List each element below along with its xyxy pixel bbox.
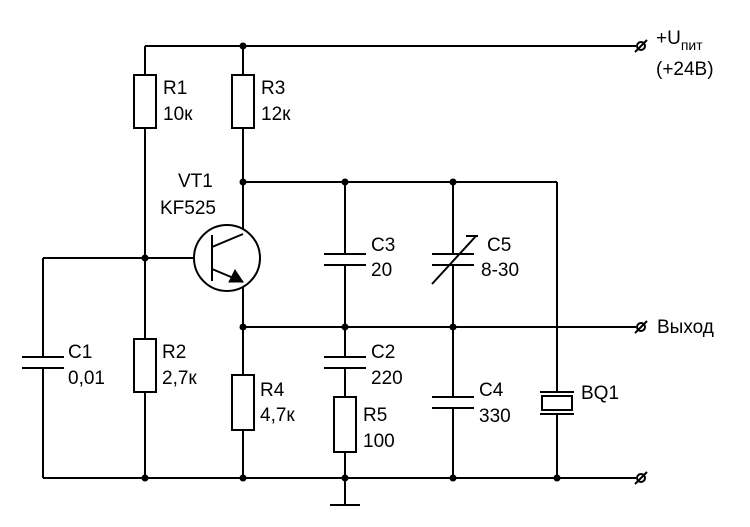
r4-value-label: 4,7к <box>260 405 295 426</box>
c3-value-label: 20 <box>371 260 392 281</box>
junction-dot <box>239 42 247 50</box>
junction-dot <box>239 323 247 331</box>
r1-ref-label: R1 <box>163 78 187 99</box>
junction-dot <box>449 178 457 186</box>
crystal-bq1 <box>540 391 574 415</box>
c5-ref-label: C5 <box>487 235 511 256</box>
supply-label-subscript: пит <box>681 37 703 53</box>
capacitor-c2 <box>324 356 366 369</box>
output-label: Выход <box>657 317 714 338</box>
r3-value-label: 12к <box>261 104 291 125</box>
c2-value-label: 220 <box>371 368 403 389</box>
c4-value-label: 330 <box>479 406 511 427</box>
capacitor-c4 <box>432 396 474 409</box>
capacitor-c1 <box>22 356 64 369</box>
junctions <box>141 42 561 482</box>
supply-label-prefix: +U <box>656 28 681 49</box>
junction-dot <box>449 323 457 331</box>
junction-dot <box>341 474 349 482</box>
terminal-output <box>634 320 648 334</box>
r3-ref-label: R3 <box>261 78 285 99</box>
vt1-ref-label: VT1 <box>178 171 213 192</box>
terminal-supply <box>634 39 648 53</box>
c4-ref-label: C4 <box>479 380 504 401</box>
bq1-ref-label: BQ1 <box>581 383 619 404</box>
capacitor-c3 <box>324 253 366 266</box>
junction-dot <box>141 254 149 262</box>
c1-value-label: 0,01 <box>68 368 105 389</box>
r4-ref-label: R4 <box>260 380 285 401</box>
resistor-r1 <box>133 74 157 129</box>
junction-dot <box>449 474 457 482</box>
junction-dot <box>239 474 247 482</box>
r2-value-label: 2,7к <box>162 368 197 389</box>
r5-value-label: 100 <box>363 431 395 452</box>
junction-dot <box>341 178 349 186</box>
junction-dot <box>553 474 561 482</box>
transistor-vt1 <box>193 224 261 292</box>
junction-dot <box>239 178 247 186</box>
terminal-ground <box>634 471 648 485</box>
r2-ref-label: R2 <box>162 342 186 363</box>
r1-value-label: 10к <box>163 104 193 125</box>
supply-label: +Uпит <box>656 28 703 53</box>
resistor-r4 <box>231 374 255 431</box>
resistor-r3 <box>231 74 255 129</box>
c5-value-label: 8-30 <box>481 260 519 281</box>
junction-dot <box>141 474 149 482</box>
c1-ref-label: C1 <box>68 342 92 363</box>
resistor-r2 <box>133 338 157 393</box>
c3-ref-label: C3 <box>371 235 395 256</box>
supply-voltage-label: (+24В) <box>656 59 714 80</box>
junction-dot <box>341 323 349 331</box>
resistor-r5 <box>333 396 357 453</box>
c2-ref-label: C2 <box>371 342 395 363</box>
variable-capacitor-c5 <box>431 235 478 285</box>
vt1-value-label: KF525 <box>160 198 216 219</box>
r5-ref-label: R5 <box>363 405 387 426</box>
